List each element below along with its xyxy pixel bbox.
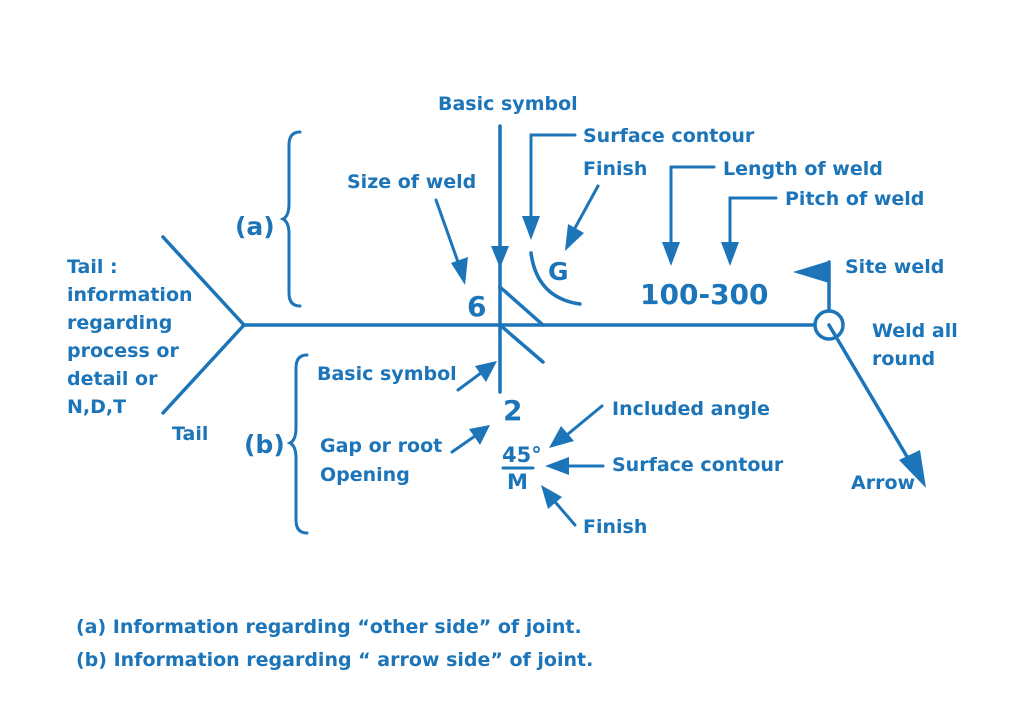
size-of-weld-leader [434,198,460,264]
length-of-weld-label: Length of weld [723,158,883,180]
pitch-of-weld-label: Pitch of weld [785,188,924,210]
tail-upper-line [161,235,246,327]
weld-all-round-label-line1: Weld all [872,320,958,342]
tail-info-line3: regarding [67,312,172,334]
bracket-b [286,353,309,535]
gap-root-head [469,425,490,445]
bracket-a-label: (a) [235,212,275,241]
length-pitch-value: 100-300 [640,278,769,311]
included-angle-leader [566,404,604,436]
finish-bottom-leader [554,501,577,527]
size-of-weld-head [451,257,468,285]
angle-value: 45° [502,443,542,467]
surface-contour-bottom-label: Surface contour [612,454,784,476]
note-a: (a) Information regarding “other side” o… [76,616,582,638]
finish-letter-value: G [548,257,569,286]
surface-contour-top-leader [529,133,577,220]
tail-info-line2: information [67,284,193,306]
tail-info-line1: Tail : [67,256,118,278]
basic-symbol-top-label: Basic symbol [438,93,578,115]
pitch-of-weld-leader [728,196,778,245]
surface-contour-top-label: Surface contour [583,125,755,147]
weld-symbol-diagonal-upper [498,285,545,327]
weld-symbol-diagonal-lower [498,323,545,364]
finish-bottom-label: Finish [583,516,647,538]
finish-bottom-head [541,485,562,509]
surface-contour-bottom-head [545,457,569,475]
gap-root-label-line1: Gap or root [320,435,442,457]
tail-lower-line [161,323,246,415]
size-of-weld-label: Size of weld [347,171,476,193]
basic-symbol-bottom-head [475,361,497,382]
bracket-a [279,130,302,308]
included-angle-head [549,426,574,448]
gap-root-label-line2: Opening [320,464,410,486]
included-angle-label: Included angle [612,398,770,420]
length-of-weld-head [662,242,680,266]
arrow-label: Arrow [851,472,915,494]
gap-root-leader [450,434,477,454]
pointer-arrows-lower [450,361,605,527]
contour-arc [529,251,582,306]
surface-contour-top-head [522,216,540,240]
tail-info-line4: process or [67,340,179,362]
pointer-arrows-upper [434,133,778,285]
site-weld-flag [793,261,829,283]
arrow-line [827,323,911,462]
tail-info-line5: detail or [67,368,158,390]
length-of-weld-leader [669,165,716,245]
basic-symbol-bottom-label: Basic symbol [317,363,457,385]
note-b: (b) Information regarding “ arrow side” … [76,649,593,671]
bracket-b-label: (b) [244,430,285,459]
weld-all-round-label-line2: round [872,348,935,370]
finish-top-label: Finish [583,158,647,180]
basic-symbol-bottom-leader [456,371,483,392]
root-opening-value: 2 [503,394,522,427]
reference-line-group [161,124,926,488]
arrow-head [899,450,926,488]
tail-label: Tail [172,423,208,445]
pitch-of-weld-head [721,242,739,266]
tail-info-line6: N,D,T [67,396,126,418]
size-other-side-value: 6 [467,290,486,323]
finish-method-value: M [507,470,528,494]
site-weld-label: Site weld [845,256,944,278]
basic-symbol-arrow-head [491,246,509,268]
finish-top-head [565,224,584,251]
finish-top-leader [573,184,600,230]
